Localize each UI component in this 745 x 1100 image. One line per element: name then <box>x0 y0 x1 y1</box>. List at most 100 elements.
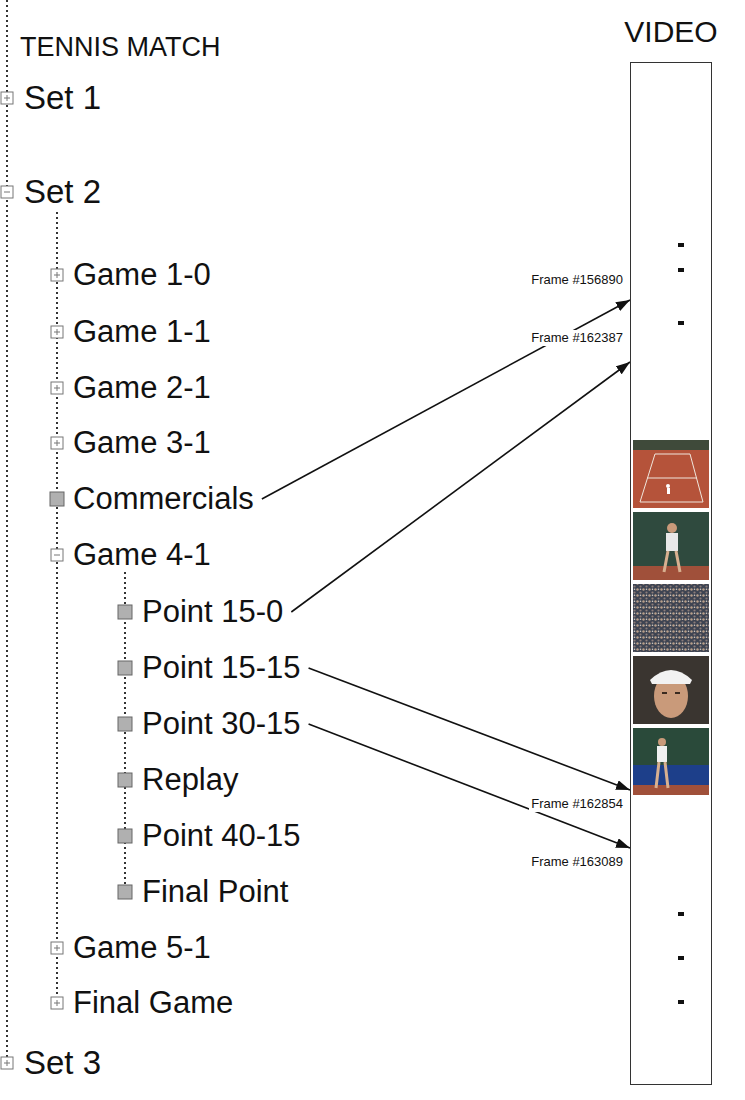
plus-sign <box>54 329 60 335</box>
tree-label: TENNIS MATCH <box>20 32 221 63</box>
eye <box>662 692 667 694</box>
leaf-icon <box>50 492 64 506</box>
collapse-icon <box>51 549 63 561</box>
game-icons <box>50 269 64 1009</box>
tree-label: Game 1-0 <box>73 257 211 293</box>
point-item: Point 30-15 <box>140 706 303 742</box>
leaf-icon <box>118 717 132 731</box>
tree-label: Game 3-1 <box>73 425 211 461</box>
plus-sign <box>4 95 10 101</box>
tree-label: Point 30-15 <box>142 706 301 742</box>
expand-icon <box>51 382 63 394</box>
player-body <box>667 488 670 494</box>
point-item: Point 15-15 <box>140 650 303 686</box>
tree-label: Point 40-15 <box>142 818 301 854</box>
court-wall <box>633 440 709 450</box>
set-item: Set 1 <box>22 79 103 117</box>
frame-number: Frame #162387 <box>529 330 625 346</box>
plus-sign <box>54 440 60 446</box>
tree-label: Set 3 <box>24 1044 101 1082</box>
frame-pointer-arrow <box>309 668 630 790</box>
tree-root: TENNIS MATCH <box>18 32 223 63</box>
video-strip: VIDEO <box>630 62 712 1085</box>
player-body <box>657 746 667 762</box>
set-item: Set 2 <box>22 173 103 211</box>
minus-sign <box>4 192 10 193</box>
court-ground <box>633 440 709 508</box>
minus-sign <box>54 555 60 556</box>
frame-mark <box>678 912 684 916</box>
player-legs <box>656 762 668 788</box>
thumbnail-face <box>633 656 709 724</box>
tree-label: Commercials <box>73 481 254 517</box>
expand-icon <box>1 92 13 104</box>
court-net <box>647 478 697 479</box>
frame-mark <box>678 243 684 247</box>
leaf-icon <box>118 605 132 619</box>
point-item: Point 15-0 <box>140 594 285 630</box>
tree-label: Final Game <box>73 985 233 1021</box>
point-item: Point 40-15 <box>140 818 303 854</box>
thumb-background <box>633 512 709 580</box>
court-ground <box>633 566 709 580</box>
eye <box>675 692 680 694</box>
court-lines <box>640 454 703 502</box>
tree-label: Replay <box>142 762 239 798</box>
thumb-background <box>633 728 709 795</box>
tree-label: Game 1-1 <box>73 314 211 350</box>
game-item: Final Game <box>71 985 235 1021</box>
tree-guide-lines <box>7 0 125 1063</box>
frame-mark <box>678 1000 684 1004</box>
player-head <box>658 738 666 746</box>
game-item: Game 5-1 <box>71 930 213 966</box>
frame-pointer-arrow <box>262 300 630 499</box>
leaf-icon <box>118 829 132 843</box>
expand-icon <box>51 326 63 338</box>
game-item: Game 1-0 <box>71 257 213 293</box>
plus-sign <box>54 1000 60 1006</box>
game-item: Game 1-1 <box>71 314 213 350</box>
tree-label: Game 5-1 <box>73 930 211 966</box>
frame-pointer-arrow <box>309 724 630 848</box>
crowd <box>633 584 709 652</box>
tree-label: Game 2-1 <box>73 370 211 406</box>
point-icons <box>118 605 132 899</box>
tree-label: Set 2 <box>24 173 101 211</box>
thumbnail-player <box>633 512 709 580</box>
tree-label: Set 1 <box>24 79 101 117</box>
root-guide-line <box>6 0 8 1063</box>
frame-mark <box>678 956 684 960</box>
cap <box>650 670 692 684</box>
game-item: Game 4-1 <box>71 537 213 573</box>
game-item: Game 2-1 <box>71 370 213 406</box>
tree-label: Final Point <box>142 874 288 910</box>
expand-icon <box>51 269 63 281</box>
court-ground <box>633 785 709 795</box>
game-item: Game 3-1 <box>71 425 213 461</box>
frame-pointer-arrow <box>291 362 630 612</box>
leaf-icon <box>118 661 132 675</box>
thumbnail-player-board <box>633 728 709 795</box>
segment-item: Commercials <box>71 481 256 517</box>
frame-number: Frame #156890 <box>529 272 625 288</box>
collapse-icon <box>1 186 13 198</box>
tree-label: Game 4-1 <box>73 537 211 573</box>
ad-board <box>633 765 709 785</box>
plus-sign <box>54 945 60 951</box>
frame-number: Frame #162854 <box>529 796 625 812</box>
frame-number: Frame #163089 <box>529 854 625 870</box>
frame-mark <box>678 321 684 325</box>
player-legs <box>664 551 680 572</box>
plus-sign <box>54 385 60 391</box>
plus-sign <box>4 1060 10 1066</box>
set-item: Set 3 <box>22 1044 103 1082</box>
segment-item: Replay <box>140 762 241 798</box>
expand-icon <box>51 942 63 954</box>
tree-label: Point 15-15 <box>142 650 301 686</box>
thumb-background <box>633 656 709 724</box>
expand-icon <box>51 437 63 449</box>
leaf-icon <box>118 773 132 787</box>
expand-icon <box>51 997 63 1009</box>
player-head <box>667 523 677 533</box>
game-guide-line <box>124 572 126 892</box>
